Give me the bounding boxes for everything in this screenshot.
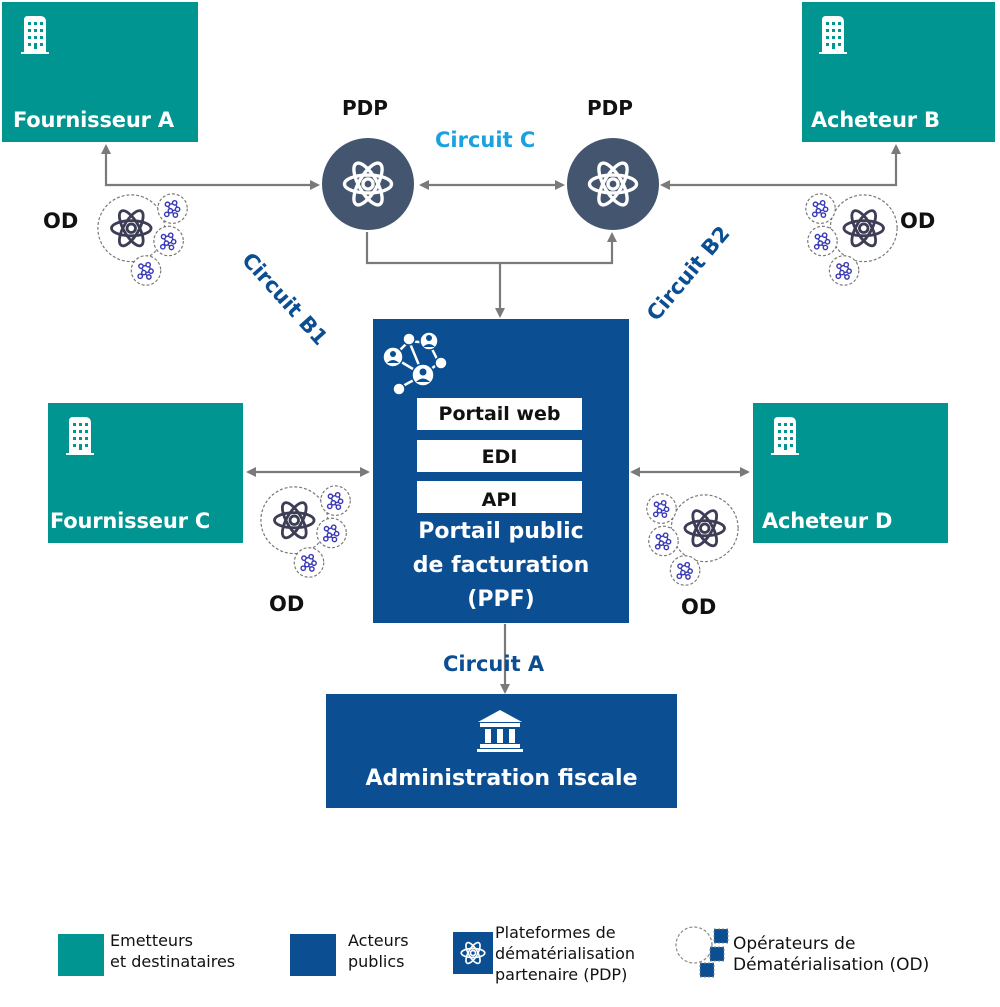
od-label-top-right: OD [900, 209, 936, 233]
legend-line: Dématérialisation (OD) [733, 955, 930, 975]
ppf-title-line: de facturation [412, 553, 590, 578]
legend-od: Opérateurs de Dématérialisation (OD) [733, 934, 929, 976]
circuit-a-label: Circuit A [443, 652, 545, 676]
od-label-bottom-right: OD [681, 595, 717, 619]
od-cluster-bottom-right [636, 487, 744, 595]
od-cluster-top-right [795, 187, 903, 295]
legend-line: Opérateurs de [733, 934, 856, 954]
pdp-left-node [322, 138, 414, 230]
actor-fournisseur-a: Fournisseur A [2, 2, 198, 142]
administration-fiscale-box: Administration fiscale [326, 694, 677, 808]
pdp-right-node [567, 138, 659, 230]
legend-line: Acteurs [348, 931, 409, 950]
administration-label: Administration fiscale [365, 766, 638, 791]
arrow-fournisseur-a-pdp [101, 144, 320, 190]
institution-icon [477, 710, 523, 752]
building-icon [20, 12, 50, 56]
actor-label: Acheteur B [811, 108, 940, 132]
circuit-c-label: Circuit C [435, 128, 536, 152]
building-icon [818, 12, 848, 56]
legend-line: publics [348, 952, 405, 971]
legend-line: partenaire (PDP) [495, 965, 628, 984]
legend-pdp-icon [453, 932, 493, 974]
building-icon [770, 413, 800, 457]
channel-portail-web: Portail web [417, 398, 582, 430]
actor-acheteur-b: Acheteur B [802, 2, 995, 142]
pdp-left-label: PDP [342, 96, 388, 120]
legend-swatch-teal [58, 934, 104, 976]
legend-line: Emetteurs [110, 931, 193, 950]
legend-emetteurs: Emetteurs et destinataires [110, 930, 235, 972]
od-label-top-left: OD [43, 209, 79, 233]
actor-label: Fournisseur C [50, 509, 211, 533]
legend-line: et destinataires [110, 952, 236, 971]
actor-fournisseur-c: Fournisseur C [48, 403, 243, 543]
channel-api: API [417, 481, 582, 513]
arrow-acheteur-b-pdp [660, 144, 901, 190]
od-cluster-bottom-left [255, 479, 363, 587]
ppf-box: Portail web EDI API Portail public de fa… [373, 319, 629, 623]
arrow-pdp-left-down [365, 232, 617, 265]
od-label-bottom-left: OD [269, 592, 305, 616]
legend-pdp: Plateformes de dématérialisation partena… [495, 922, 635, 985]
legend-swatch-navy [290, 934, 336, 976]
legend-od-icon [675, 926, 729, 978]
actor-label: Fournisseur A [13, 108, 174, 132]
ppf-title: Portail public de facturation (PPF) [373, 515, 629, 617]
legend-acteurs: Acteurs publics [348, 930, 409, 972]
building-icon [65, 413, 95, 457]
channel-edi: EDI [417, 440, 582, 472]
actor-acheteur-d: Acheteur D [753, 403, 948, 543]
pdp-right-label: PDP [587, 96, 633, 120]
ppf-title-line: Portail public [418, 519, 584, 544]
legend-line: dématérialisation [495, 944, 636, 963]
atom-icon [460, 939, 486, 967]
network-people-icon [382, 331, 448, 396]
ppf-title-line: (PPF) [467, 587, 535, 612]
legend-line: Plateformes de [495, 923, 616, 942]
actor-label: Acheteur D [762, 509, 893, 533]
od-cluster-top-left [92, 187, 200, 295]
